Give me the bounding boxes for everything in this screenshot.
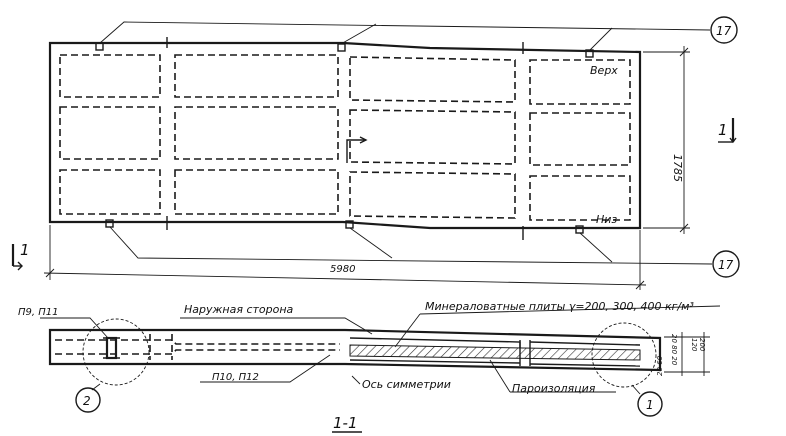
insulation-block	[59, 54, 161, 98]
section-title: 1-1	[333, 414, 358, 432]
insulation-block	[349, 171, 516, 219]
label-p9-p11: П9, П11	[18, 307, 58, 318]
section-view: П9, П11 Наружная сторона Минераловатные …	[18, 300, 721, 433]
dim-total-a: 120	[690, 338, 698, 352]
panel-plan-view: Верх Низ 1785 5980 1 1 17 17	[11, 16, 740, 290]
callout-17-bottom: 17	[712, 250, 740, 278]
insulation-block	[349, 56, 516, 103]
section-outline	[48, 328, 662, 372]
top-side-label: Верх	[590, 64, 618, 77]
height-dimension: 1785	[671, 154, 684, 182]
section-mark-right: 1	[718, 121, 728, 139]
svg-text:17: 17	[716, 24, 732, 38]
dim-small-stack: 20 80 20	[670, 334, 678, 366]
dim-total-b: 200	[698, 338, 706, 352]
label-outer-side: Наружная сторона	[184, 303, 294, 316]
insulation-block	[59, 106, 161, 160]
panel-outline	[48, 41, 642, 230]
embedded-connector	[105, 336, 118, 360]
lifting-loop	[95, 42, 104, 51]
svg-text:1: 1	[646, 398, 654, 412]
section-mark-left: 1	[20, 241, 30, 259]
lifting-loop	[585, 49, 594, 58]
dim-left-stack: 20 60	[656, 355, 664, 376]
mineral-wool-layer	[349, 344, 641, 361]
label-vapor-barrier: Пароизоляция	[512, 382, 596, 395]
callout-2: 2	[75, 387, 101, 413]
insulation-block	[529, 175, 631, 221]
lifting-loop	[105, 219, 114, 228]
svg-text:2: 2	[83, 394, 91, 408]
svg-text:17: 17	[718, 258, 734, 272]
lifting-loop	[337, 43, 346, 52]
insulation-block	[349, 109, 516, 165]
insulation-block	[529, 59, 631, 105]
lifting-loop	[575, 225, 584, 234]
label-mineral-wool: Минераловатные плиты γ=200, 300, 400 кг/…	[425, 300, 694, 313]
callout-1: 1	[637, 391, 663, 417]
label-symmetry-axis: Ось симметрии	[362, 378, 451, 391]
insulation-block	[174, 54, 339, 98]
width-dimension: 5980	[330, 264, 355, 275]
insulation-block	[174, 169, 339, 215]
lifting-loop	[345, 220, 354, 229]
insulation-block	[529, 112, 631, 166]
label-p10-p12: П10, П12	[212, 372, 259, 383]
bottom-side-label: Низ	[596, 213, 617, 226]
callout-17-top: 17	[710, 16, 738, 44]
insulation-block	[174, 106, 339, 160]
insulation-block	[59, 169, 161, 215]
